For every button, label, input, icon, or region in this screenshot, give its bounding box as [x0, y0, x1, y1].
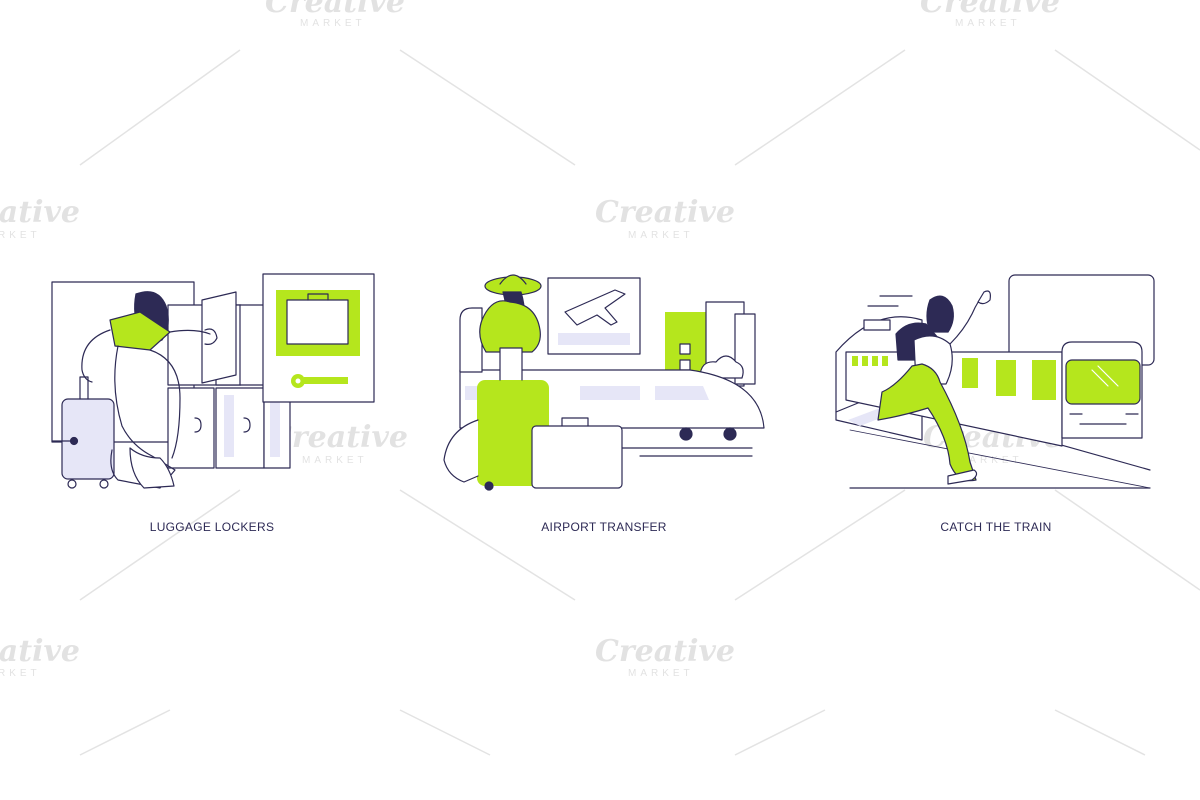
watermark-subtext: MARKET	[302, 455, 368, 466]
watermark-text: Creative	[595, 195, 735, 230]
watermark-text: Creative	[0, 634, 80, 669]
caption-airport-transfer: AIRPORT TRANSFER	[541, 520, 667, 534]
watermark-text: Creative	[595, 634, 735, 669]
watermark-subtext: MARKET	[628, 230, 694, 241]
watermark-subtext: MARKET	[955, 18, 1021, 29]
watermark-subtext: MARKET	[957, 455, 1023, 466]
watermark-subtext: MARKET	[628, 668, 694, 679]
airplane-icon	[564, 289, 626, 326]
caption-luggage-lockers: LUGGAGE LOCKERS	[149, 520, 275, 534]
watermark-text: Creative	[265, 0, 405, 20]
suitcase-icon	[286, 299, 349, 345]
watermark-text: Creative	[920, 0, 1060, 20]
watermark-text: Creative	[0, 195, 80, 230]
watermark-subtext: MARKET	[300, 18, 366, 29]
watermark-subtext: MARKET	[0, 230, 41, 241]
watermark-text: Creative	[268, 420, 408, 455]
watermark-subtext: MARKET	[0, 668, 41, 679]
caption-catch-the-train: CATCH THE TRAIN	[940, 520, 1052, 534]
